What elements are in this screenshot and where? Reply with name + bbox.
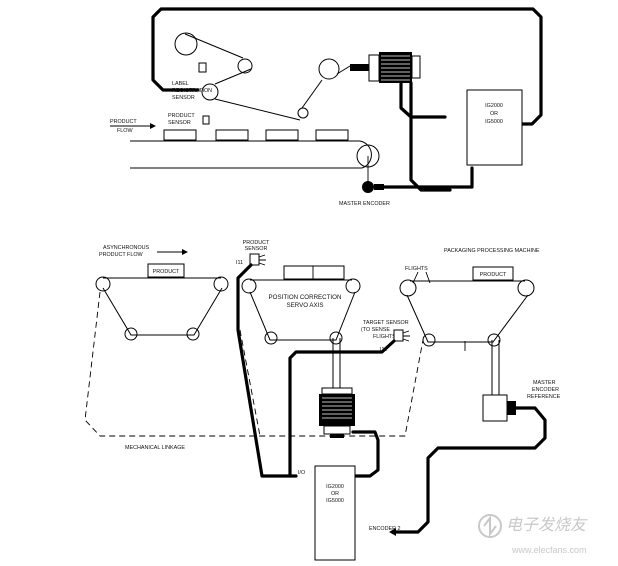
async-flow-line2: PRODUCT FLOW <box>99 252 144 258</box>
right-product-label: PRODUCT <box>480 272 507 278</box>
right-roller-2 <box>517 279 535 297</box>
master-encoder-label: MASTER ENCODER <box>339 201 390 207</box>
encoder-cable <box>382 166 474 189</box>
middle-belt <box>249 279 356 341</box>
product-sensor-icon <box>202 115 210 125</box>
watermark-url: www.elecfans.com <box>511 545 587 555</box>
target-sensor-line1: TARGET SENSOR <box>363 320 409 326</box>
watermark: 电子发烧友 www.elecfans.com <box>478 514 588 555</box>
bottom-diagram: ASYNCHRONOUS PRODUCT FLOW PRODUCT PRODUC… <box>84 240 561 561</box>
middle-roller-4 <box>329 331 343 345</box>
target-sensor-line2: (TO SENSE <box>361 327 390 333</box>
middle-roller-1 <box>241 278 257 294</box>
top-roller-3 <box>201 83 219 101</box>
mechanical-linkage-branch <box>239 329 261 437</box>
position-correction-line1: POSITION CORRECTION <box>269 294 342 301</box>
label-sensor-line3: SENSOR <box>172 95 195 101</box>
label-sensor-line2: REGISTRATION <box>172 88 212 94</box>
top-roller-4 <box>297 107 309 119</box>
motor-to-controller-cable-a <box>399 81 447 119</box>
top-roller-5 <box>318 58 340 80</box>
top-controller-line1: IG2000 <box>485 103 503 109</box>
encoder2-cable <box>393 406 547 534</box>
target-sensor-line3: FLIGHTS) <box>373 334 398 340</box>
product-flow-line1: PRODUCT <box>110 119 137 125</box>
mechanical-linkage-line <box>84 291 424 437</box>
top-roller-1 <box>174 32 198 56</box>
servo-cable <box>344 430 380 478</box>
product-sensor-line2: SENSOR <box>168 120 191 126</box>
middle-product <box>283 265 345 280</box>
top-controller-box <box>466 89 523 166</box>
left-roller-1 <box>95 276 111 292</box>
bottom-controller-line2: OR <box>331 491 339 497</box>
left-roller-4 <box>186 327 200 341</box>
left-roller-3 <box>124 327 138 341</box>
top-diagram: IG2000 OR IG5000 LABEL REGISTRATION SENS… <box>110 7 543 207</box>
bottom-product-sensor-line1: PRODUCT <box>243 240 270 246</box>
packaging-machine-label: PACKAGING PROCESSING MACHINE <box>444 248 540 254</box>
conveyor-end <box>359 140 372 169</box>
mechanical-linkage-label: MECHANICAL LINKAGE <box>125 445 185 451</box>
position-correction-line2: SERVO AXIS <box>286 302 323 309</box>
watermark-logo-icon <box>478 514 502 538</box>
encoder-ref-line1: MASTER <box>533 380 556 386</box>
top-controller-line3: IG5000 <box>485 119 503 125</box>
label-registration-sensor-icon <box>198 62 207 73</box>
right-roller-3 <box>422 333 436 347</box>
middle-roller-2 <box>345 278 361 294</box>
label-sensor-line1: LABEL <box>172 81 189 87</box>
middle-roller-3 <box>264 331 278 345</box>
left-product-label: PRODUCT <box>153 269 180 275</box>
left-belt <box>102 277 223 336</box>
right-roller-4 <box>487 333 501 347</box>
io-label: I/O <box>298 470 305 476</box>
top-product-3 <box>265 129 299 141</box>
i11-label: I11 <box>236 260 243 266</box>
master-encoder-ref-box <box>482 394 508 422</box>
async-flow-line1: ASYNCHRONOUS <box>103 245 150 251</box>
right-product <box>472 266 514 281</box>
right-belt <box>406 280 529 343</box>
product-flow-line2: FLOW <box>117 128 133 134</box>
bottom-servo-motor <box>319 387 355 438</box>
motor-to-controller-cable-b <box>409 81 452 192</box>
top-controller-line2: OR <box>490 111 498 117</box>
bottom-product-sensor-line2: SENSOR <box>245 246 268 252</box>
top-product-1 <box>163 129 197 141</box>
top-product-4 <box>315 129 349 141</box>
top-loop-cable <box>151 7 543 126</box>
top-roller-2 <box>237 58 253 74</box>
watermark-main: 电子发烧友 <box>506 516 588 534</box>
left-roller-2 <box>213 276 229 292</box>
i12-cable <box>288 339 396 478</box>
web-path <box>184 33 351 121</box>
bottom-controller-box <box>314 465 356 561</box>
encoder2-label: ENCODER 2 <box>369 526 400 532</box>
product-flow-arrow-head <box>150 123 156 129</box>
bottom-product-sensor-icon <box>249 253 260 266</box>
flights-label: FLIGHTS <box>405 266 428 272</box>
bottom-controller-line1: IG2000 <box>326 484 344 490</box>
i11-cable <box>236 263 298 478</box>
master-encoder-icon <box>362 181 374 193</box>
right-roller-1 <box>399 279 417 297</box>
product-sensor-line1: PRODUCT <box>168 113 195 119</box>
target-sensor-icon <box>393 329 404 342</box>
top-product-2 <box>215 129 249 141</box>
encoder-ref-line3: REFERENCE <box>527 394 561 400</box>
left-product <box>147 263 185 278</box>
bottom-controller-line3: IG5000 <box>326 498 344 504</box>
top-servo-motor <box>350 52 421 83</box>
encoder-ref-line2: ENCODER <box>532 387 559 393</box>
